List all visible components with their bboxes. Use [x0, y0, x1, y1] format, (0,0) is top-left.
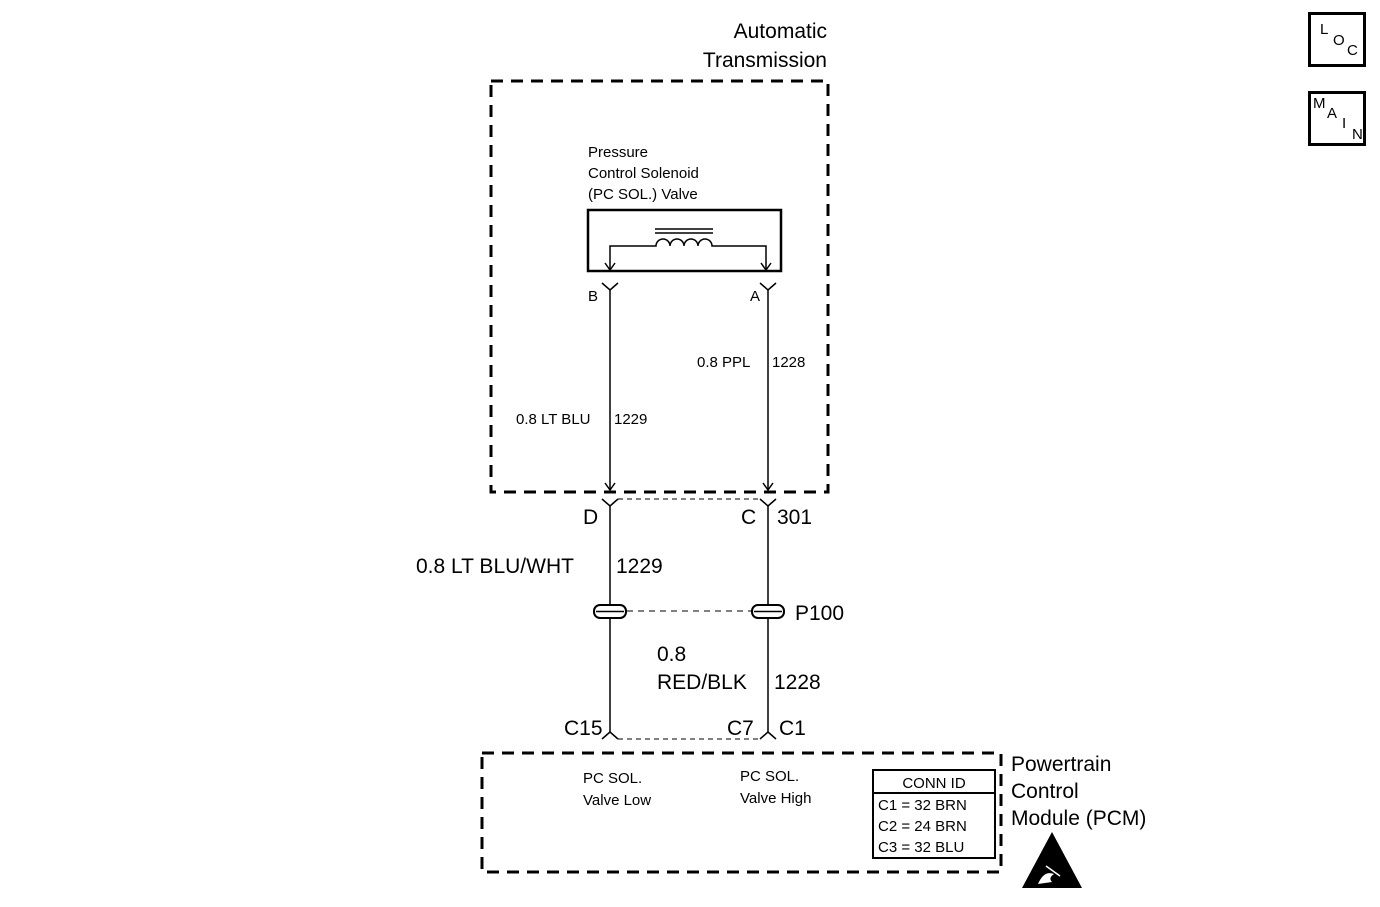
- solenoid-label-line2: Control Solenoid: [588, 165, 699, 182]
- main-letter-n: N: [1352, 126, 1363, 143]
- wire-lt-blu-wht-circuit: 1229: [616, 555, 663, 578]
- splice-left-icon: [593, 604, 627, 619]
- pcm-low-label-line2: Valve Low: [583, 792, 651, 809]
- conn-id-header: CONN ID: [902, 775, 966, 792]
- conn-id-row-2: C2 = 24 BRN: [878, 818, 967, 835]
- splice-right-icon: [751, 604, 785, 619]
- pin-c15-icon: [601, 731, 619, 740]
- pin-a-label: A: [750, 288, 760, 305]
- pcm-title-line1: Powertrain: [1011, 753, 1111, 776]
- pin-b-label: B: [588, 288, 598, 305]
- esd-warning-icon: [1022, 832, 1082, 888]
- connector-pin-c: C: [741, 506, 756, 529]
- solenoid-label-line1: Pressure: [588, 144, 648, 161]
- main-letter-i: I: [1342, 115, 1347, 132]
- loc-button[interactable]: L O C: [1308, 12, 1366, 67]
- connector-pin-d: D: [583, 506, 598, 529]
- main-letter-a: A: [1327, 105, 1338, 122]
- wire-a-spec: 0.8 PPL: [697, 354, 750, 371]
- wire-lt-blu-wht-spec: 0.8 LT BLU/WHT: [416, 555, 574, 578]
- transmission-title-line1: Automatic: [734, 20, 827, 43]
- loc-letter-l: L: [1320, 21, 1329, 38]
- loc-letter-c: C: [1347, 42, 1358, 59]
- main-button[interactable]: M A I N: [1308, 91, 1366, 146]
- main-letter-m: M: [1313, 95, 1326, 112]
- wire-b-spec: 0.8 LT BLU: [516, 411, 591, 428]
- connector-id: 301: [777, 506, 812, 529]
- terminal-b-icon: [601, 282, 619, 291]
- pcm-title-line3: Module (PCM): [1011, 807, 1146, 830]
- solenoid-label-line3: (PC SOL.) Valve: [588, 186, 698, 203]
- connector-d-icon: [601, 498, 619, 507]
- pin-c7-label: C7: [727, 717, 754, 740]
- connector-c-icon: [759, 498, 777, 507]
- pcm-low-label-line1: PC SOL.: [583, 770, 642, 787]
- pin-c7-icon: [759, 731, 777, 740]
- wire-red-blk-gauge: 0.8: [657, 643, 686, 666]
- conn-id-row-1: C1 = 32 BRN: [878, 797, 967, 814]
- pcm-high-label-line1: PC SOL.: [740, 768, 799, 785]
- wire-b-circuit: 1229: [614, 411, 647, 428]
- conn-id-row-3: C3 = 32 BLU: [878, 839, 964, 856]
- pcm-title-line2: Control: [1011, 780, 1079, 803]
- splice-id: P100: [795, 602, 844, 625]
- transmission-title-line2: Transmission: [703, 49, 827, 72]
- solenoid-coil-icon: [586, 208, 783, 273]
- pcm-high-label-line2: Valve High: [740, 790, 811, 807]
- wire-a-circuit: 1228: [772, 354, 805, 371]
- terminal-a-icon: [759, 282, 777, 291]
- pin-c1-label: C1: [779, 717, 806, 740]
- wire-red-blk-circuit: 1228: [774, 671, 821, 694]
- loc-letter-o: O: [1333, 32, 1345, 49]
- transmission-boundary: [489, 79, 830, 494]
- conn-id-table: [872, 769, 996, 859]
- arrow-c-icon: [762, 482, 774, 492]
- wire-red-blk-color: RED/BLK: [657, 671, 747, 694]
- pin-c15-label: C15: [564, 717, 603, 740]
- arrow-d-icon: [604, 482, 616, 492]
